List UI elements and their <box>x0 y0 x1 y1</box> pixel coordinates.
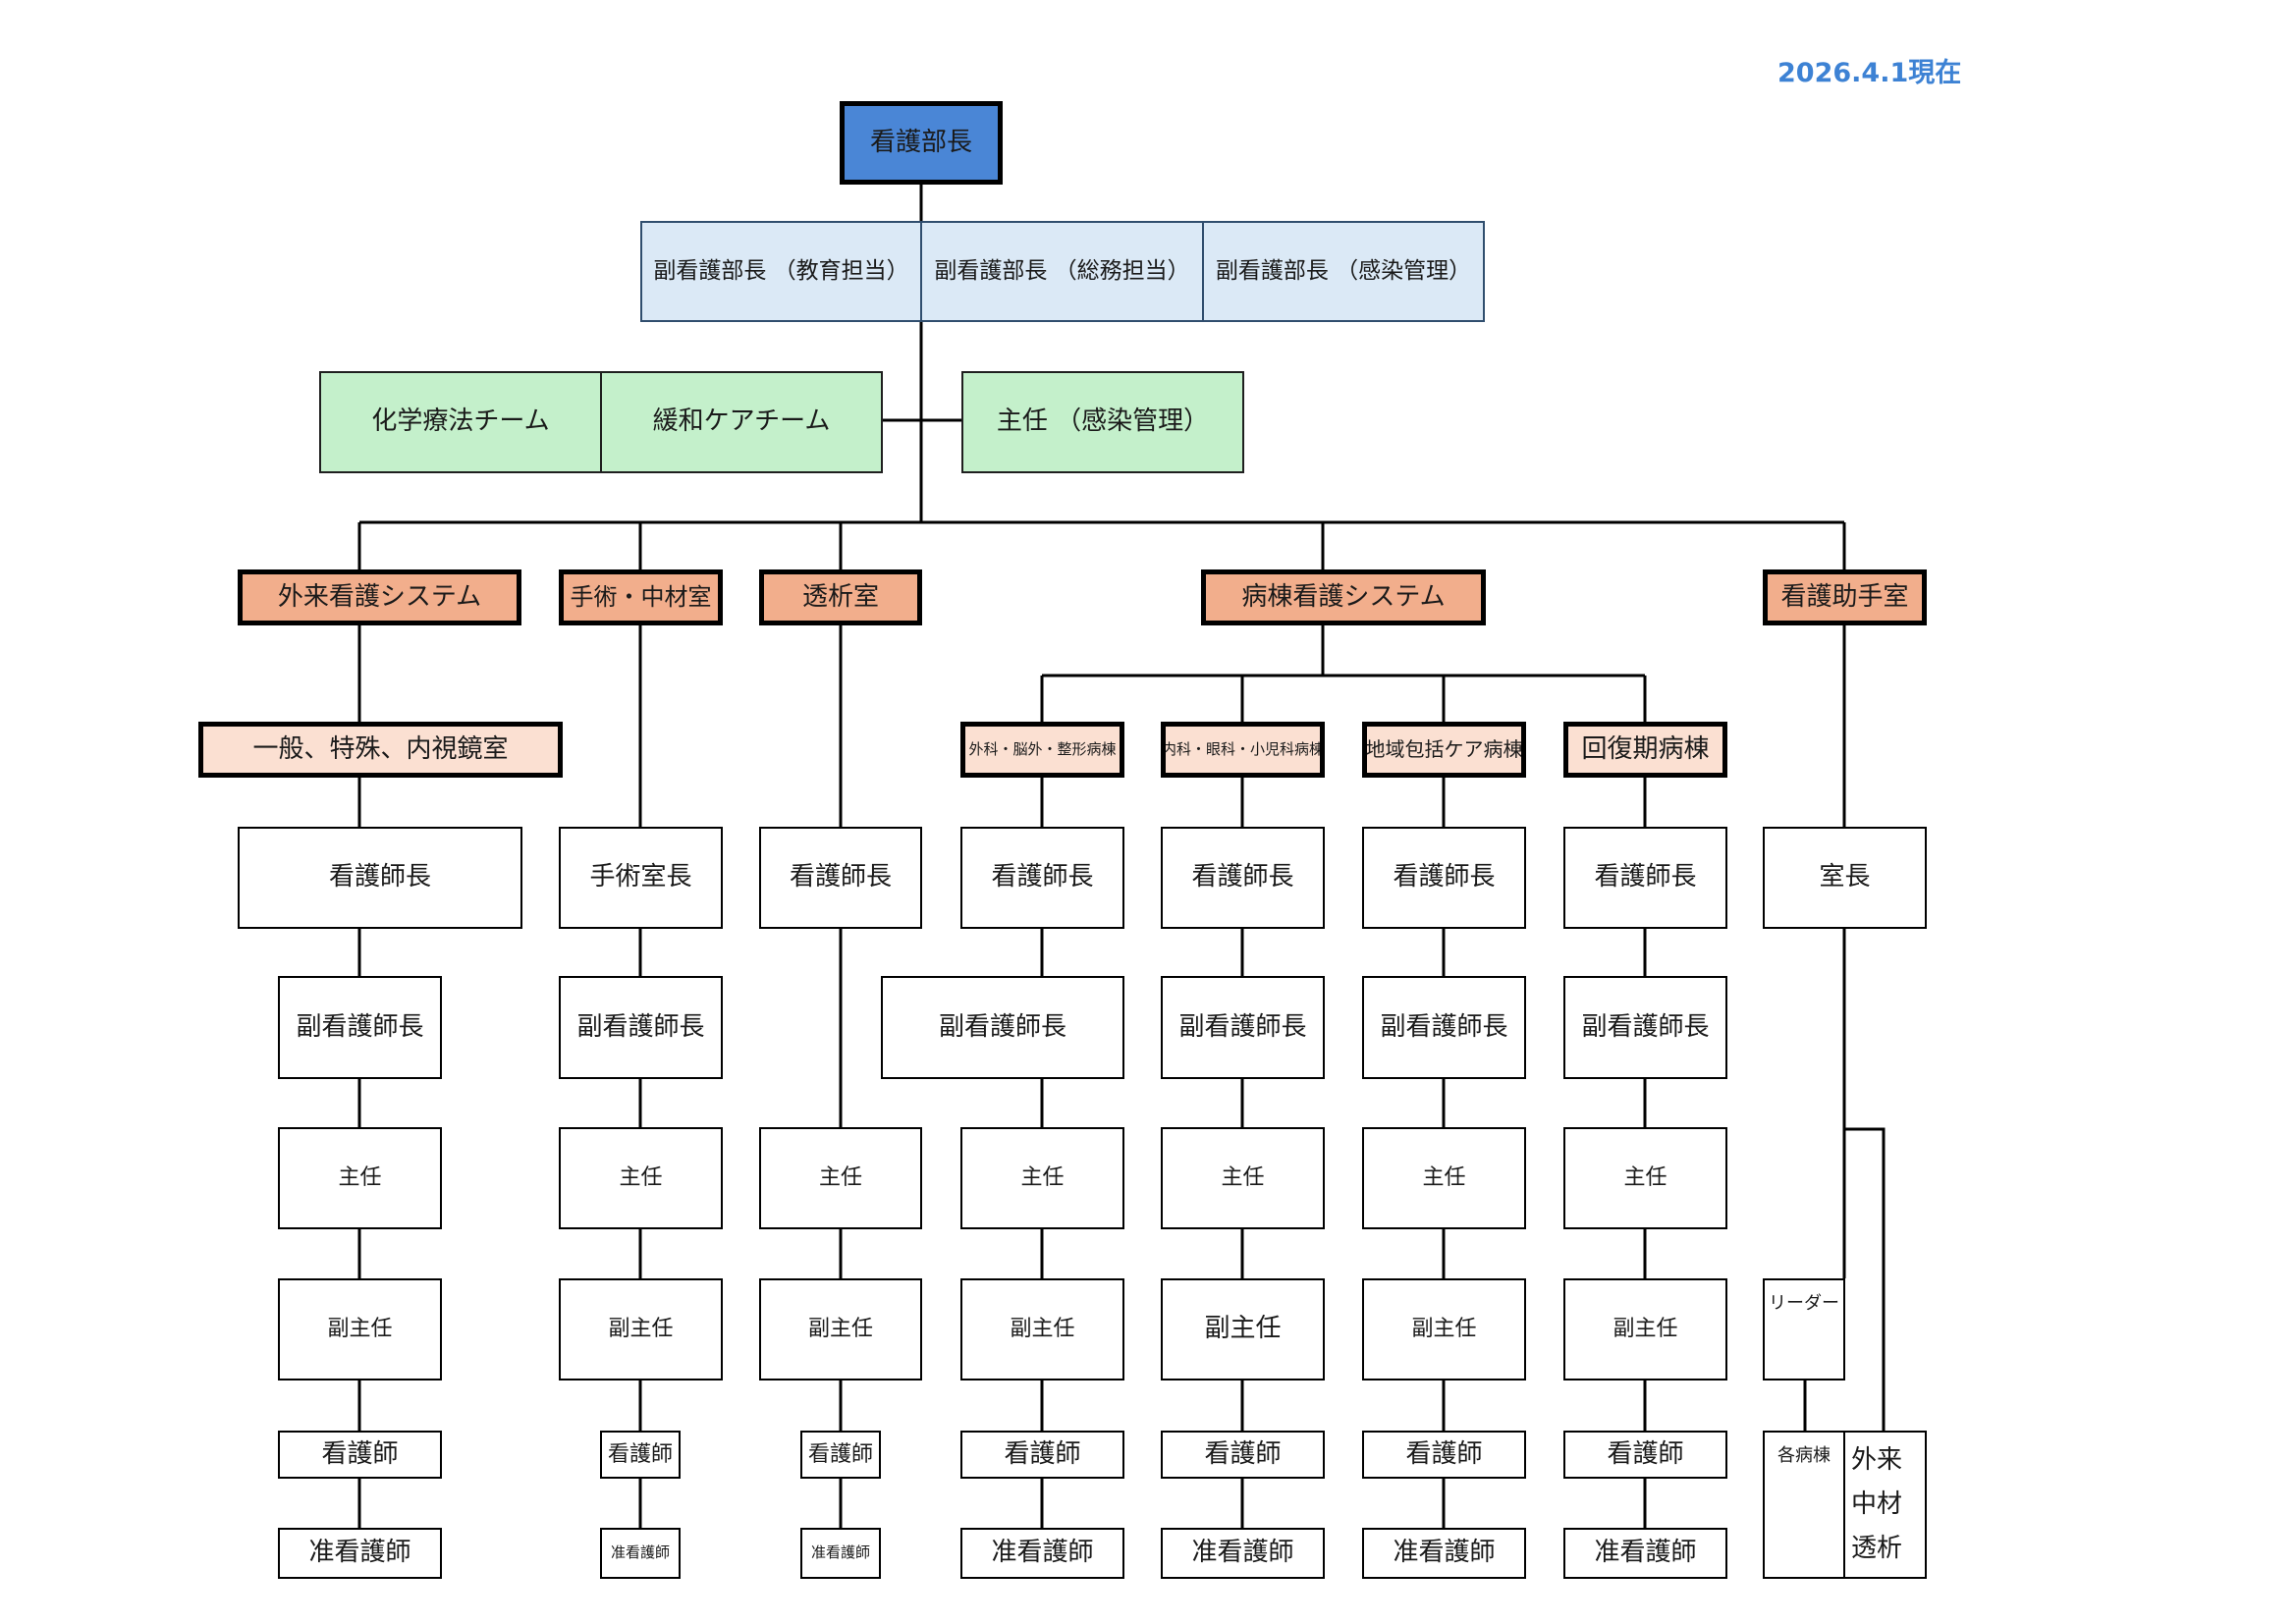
deputy-chief-community-ward: 副主任 <box>1362 1278 1526 1380</box>
assoc-nurse-community-ward: 准看護師 <box>1362 1528 1526 1579</box>
chemotherapy-team: 化学療法チーム <box>319 371 602 473</box>
assoc-nurse-recovery-ward: 准看護師 <box>1563 1528 1727 1579</box>
chief-internal-ward: 主任 <box>1161 1127 1325 1229</box>
assoc-nurse-dialysis: 准看護師 <box>800 1528 881 1579</box>
deputy-manager-outpatient: 副看護師長 <box>278 976 442 1079</box>
deputy-director-infection-control: 副看護部長 （感染管理） <box>1202 221 1485 322</box>
nurse-manager-recovery-ward: 看護師長 <box>1563 827 1727 929</box>
outpatient-sterile-dialysis-box: 外来 中材 透析 <box>1843 1431 1927 1579</box>
deputy-manager-internal-ward: 副看護師長 <box>1161 976 1325 1079</box>
assoc-nurse-outpatient: 准看護師 <box>278 1528 442 1579</box>
ward-internal-medicine: 内科・眼科・小児科病棟 <box>1161 722 1325 778</box>
deputy-manager-surgery-ward: 副看護師長 <box>881 976 1124 1079</box>
chief-surgery: 主任 <box>559 1127 723 1229</box>
nurse-dialysis: 看護師 <box>800 1431 881 1479</box>
ward-surgery: 外科・脳外・整形病棟 <box>960 722 1124 778</box>
nurse-recovery-ward: 看護師 <box>1563 1431 1727 1479</box>
palliative-care-team: 緩和ケアチーム <box>600 371 883 473</box>
assoc-nurse-internal-ward: 准看護師 <box>1161 1528 1325 1579</box>
ward-community-care: 地域包括ケア病棟 <box>1362 722 1526 778</box>
deputy-director-education: 副看護部長 （教育担当） <box>640 221 922 322</box>
assist-dialysis-label: 透析 <box>1851 1533 1903 1563</box>
dept-surgery-sterile: 手術・中材室 <box>559 569 723 625</box>
nurse-manager-dialysis: 看護師長 <box>759 827 922 929</box>
assist-sterile-label: 中材 <box>1851 1489 1903 1519</box>
deputy-manager-recovery-ward: 副看護師長 <box>1563 976 1727 1079</box>
chief-recovery-ward: 主任 <box>1563 1127 1727 1229</box>
deputy-chief-internal-ward: 副主任 <box>1161 1278 1325 1380</box>
nurse-internal-ward: 看護師 <box>1161 1431 1325 1479</box>
nurse-manager-outpatient: 看護師長 <box>238 827 522 929</box>
deputy-chief-outpatient: 副主任 <box>278 1278 442 1380</box>
or-manager: 手術室長 <box>559 827 723 929</box>
nurse-outpatient: 看護師 <box>278 1431 442 1479</box>
nurse-community-ward: 看護師 <box>1362 1431 1526 1479</box>
dept-ward-system: 病棟看護システム <box>1201 569 1486 625</box>
leader-box: リーダー <box>1763 1278 1845 1380</box>
chief-outpatient: 主任 <box>278 1127 442 1229</box>
dept-outpatient-system: 外来看護システム <box>238 569 521 625</box>
deputy-chief-surgery: 副主任 <box>559 1278 723 1380</box>
nurse-manager-surgery-ward: 看護師長 <box>960 827 1124 929</box>
nurse-manager-internal-ward: 看護師長 <box>1161 827 1325 929</box>
date-label: 2026.4.1現在 <box>1777 58 1962 88</box>
each-ward-box: 各病棟 <box>1763 1431 1845 1579</box>
chief-community-ward: 主任 <box>1362 1127 1526 1229</box>
nurse-surgery-ward: 看護師 <box>960 1431 1124 1479</box>
deputy-manager-community-ward: 副看護師長 <box>1362 976 1526 1079</box>
assoc-nurse-surgery: 准看護師 <box>600 1528 681 1579</box>
ward-recovery: 回復期病棟 <box>1563 722 1727 778</box>
deputy-manager-surgery: 副看護師長 <box>559 976 723 1079</box>
chief-surgery-ward: 主任 <box>960 1127 1124 1229</box>
deputy-chief-recovery-ward: 副主任 <box>1563 1278 1727 1380</box>
unit-general-special-endoscopy: 一般、特殊、内視鏡室 <box>198 722 563 778</box>
dept-nursing-assistant: 看護助手室 <box>1763 569 1927 625</box>
nurse-manager-community-ward: 看護師長 <box>1362 827 1526 929</box>
nurse-surgery: 看護師 <box>600 1431 681 1479</box>
chief-dialysis: 主任 <box>759 1127 922 1229</box>
chief-infection-control: 主任 （感染管理） <box>961 371 1244 473</box>
assist-outpatient-label: 外来 <box>1851 1444 1903 1475</box>
deputy-chief-dialysis: 副主任 <box>759 1278 922 1380</box>
assoc-nurse-surgery-ward: 准看護師 <box>960 1528 1124 1579</box>
deputy-director-general-affairs: 副看護部長 （総務担当） <box>920 221 1204 322</box>
room-chief-assistant: 室長 <box>1763 827 1927 929</box>
head-of-nursing: 看護部長 <box>840 101 1003 185</box>
deputy-chief-surgery-ward: 副主任 <box>960 1278 1124 1380</box>
dept-dialysis: 透析室 <box>759 569 922 625</box>
